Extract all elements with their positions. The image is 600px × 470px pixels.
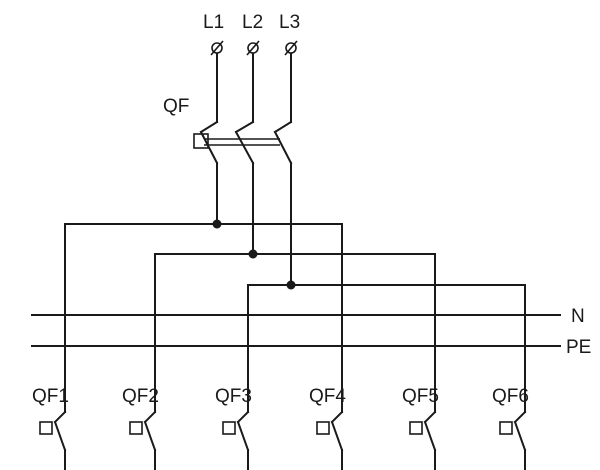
terminal-l2 [246, 40, 260, 56]
pe-bus-label: PE [566, 337, 591, 358]
branch-breaker-label: QF4 [309, 386, 346, 407]
phase-label-l1: L1 [203, 12, 224, 33]
feeder-l1 [64, 223, 343, 393]
junction-l2 [248, 249, 258, 259]
branch-breaker-qf4: QF4 [309, 386, 346, 470]
feeder-l3 [247, 284, 526, 393]
phase-label-l3: L3 [279, 12, 300, 33]
branch-breaker-qf1: QF1 [32, 386, 69, 470]
branch-breaker-label: QF3 [215, 386, 252, 407]
branch-breaker-qf3: QF3 [215, 386, 252, 470]
branch-breaker-label: QF2 [122, 386, 159, 407]
terminal-l3 [284, 40, 298, 56]
terminal-l1 [210, 40, 224, 56]
main-breaker-label: QF [163, 96, 189, 117]
junction-l1 [212, 219, 222, 229]
junction-l3 [286, 280, 296, 290]
branch-breaker-label: QF1 [32, 386, 69, 407]
branch-breaker-label: QF6 [492, 386, 529, 407]
branch-breaker-qf5: QF5 [402, 386, 439, 470]
branch-breaker-label: QF5 [402, 386, 439, 407]
branch-breaker-qf6: QF6 [492, 386, 529, 470]
main-breaker-qf [193, 53, 293, 165]
branch-breaker-qf2: QF2 [122, 386, 159, 470]
neutral-bus-label: N [571, 306, 585, 327]
phase-label-l2: L2 [242, 12, 263, 33]
feeder-l2 [154, 253, 436, 393]
